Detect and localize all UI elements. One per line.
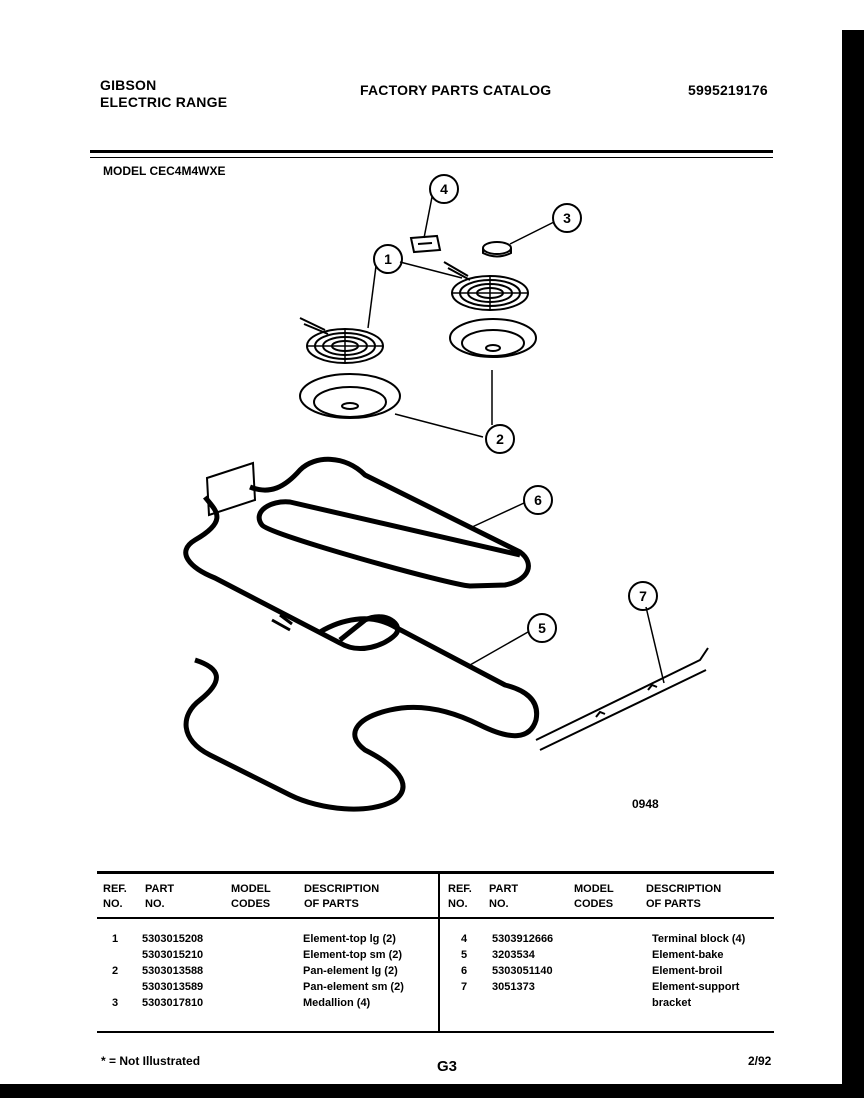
header-brand-block: GIBSON ELECTRIC RANGE (100, 77, 227, 111)
table-row-right-2-ref: 5 (461, 949, 468, 961)
parts-table: REF. NO. PART NO. MODEL CODES DESCRIPTIO… (97, 871, 774, 1033)
table-row-right-1-ref: 4 (461, 933, 468, 945)
callout-2: 2 (485, 424, 515, 454)
header-part-no-left: PART NO. (145, 883, 175, 910)
diagram-reference-code: 0948 (632, 797, 659, 811)
table-row-left-4-part: 5303013589 (142, 981, 204, 993)
table-row-left-1-desc: Element-top lg (2) (303, 933, 396, 945)
bake-element (183, 613, 540, 812)
revision-date: 2/92 (748, 1054, 772, 1068)
surface-element-right (443, 261, 529, 311)
callout-1-label: 1 (384, 251, 392, 267)
callout-6: 6 (523, 485, 553, 515)
terminal-block (409, 234, 442, 254)
exploded-parts-diagram: 1 2 3 4 5 6 7 (183, 174, 709, 812)
table-rule-header (97, 917, 774, 919)
table-rule-top (97, 871, 774, 874)
catalog-title: FACTORY PARTS CATALOG (360, 82, 552, 98)
table-row-right-5-desc: bracket (652, 997, 692, 1009)
header-part-no-right: PART NO. (489, 883, 519, 910)
table-divider (438, 874, 440, 1031)
callout-4-label: 4 (440, 181, 448, 197)
callout-5-label: 5 (538, 620, 546, 636)
callout-3: 3 (552, 203, 582, 233)
table-row-right-2-desc: Element-bake (652, 949, 724, 961)
callout-6-label: 6 (534, 492, 542, 508)
scan-edge-right (842, 30, 864, 1098)
callout-7: 7 (628, 581, 658, 611)
drip-pan-left (299, 373, 401, 419)
header-description-left: DESCRIPTION OF PARTS (304, 883, 380, 910)
table-row-left-2-desc: Element-top sm (2) (303, 949, 403, 961)
table-row-left-5-part: 5303017810 (142, 997, 204, 1009)
table-row-right-3-ref: 6 (461, 965, 468, 977)
brand-name: GIBSON (100, 77, 157, 93)
table-row-right-4-desc: Element-support (652, 981, 740, 993)
table-row-right-1-desc: Terminal block (4) (652, 933, 746, 945)
header-rule-thick (90, 150, 773, 153)
page-number: G3 (437, 1058, 458, 1075)
surface-element-left (299, 317, 384, 364)
table-row-right-4-part: 3051373 (492, 981, 535, 993)
table-row-left-1-ref: 1 (112, 933, 119, 945)
drip-pan-right (449, 318, 537, 358)
callout-7-label: 7 (639, 588, 647, 604)
table-rule-bottom (97, 1031, 774, 1033)
callout-2-label: 2 (496, 431, 504, 447)
table-row-right-2-part: 3203534 (492, 949, 535, 961)
table-row-right-1-part: 5303912666 (492, 933, 554, 945)
catalog-number: 5995219176 (688, 82, 768, 98)
header-model-codes-left: MODEL CODES (231, 883, 271, 910)
table-row-left-3-ref: 2 (112, 965, 119, 977)
callout-4: 4 (429, 174, 459, 204)
header-ref-no-right: REF. NO. (448, 883, 472, 910)
leader-lines (367, 196, 665, 684)
table-row-right-4-ref: 7 (461, 981, 468, 993)
header-ref-no-left: REF. NO. (103, 883, 127, 910)
header-description-right: DESCRIPTION OF PARTS (646, 883, 722, 910)
table-row-left-3-desc: Pan-element lg (2) (303, 965, 398, 977)
product-name: ELECTRIC RANGE (100, 94, 228, 110)
table-row-left-3-part: 5303013588 (142, 965, 204, 977)
table-row-left-5-desc: Medallion (4) (303, 997, 371, 1009)
table-row-left-1-part: 5303015208 (142, 933, 204, 945)
callout-5: 5 (527, 613, 557, 643)
table-row-right-3-part: 5303051140 (492, 965, 553, 977)
table-row-left-2-part: 5303015210 (142, 949, 204, 961)
header-rule-thin (90, 157, 773, 158)
table-row-right-3-desc: Element-broil (652, 965, 723, 977)
header-model-codes-right: MODEL CODES (574, 883, 614, 910)
table-row-left-5-ref: 3 (112, 997, 119, 1009)
not-illustrated-note: * = Not Illustrated (101, 1054, 201, 1068)
model-label: MODEL CEC4M4WXE (103, 164, 226, 178)
medallion (482, 241, 512, 258)
element-support-bracket (535, 647, 709, 751)
scan-edge-bottom (0, 1084, 864, 1098)
callout-3-label: 3 (563, 210, 571, 226)
callout-1: 1 (373, 244, 403, 274)
table-row-left-4-desc: Pan-element sm (2) (303, 981, 404, 993)
